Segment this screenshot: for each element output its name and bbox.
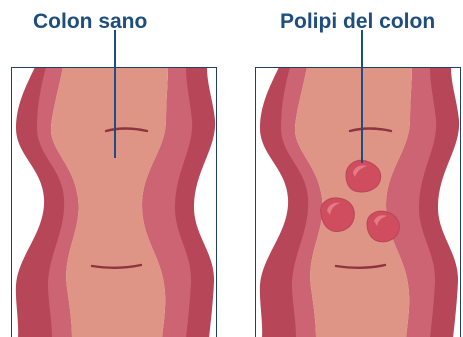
polyp-right: [367, 211, 399, 242]
healthy-colon-panel: [11, 30, 217, 337]
colon-polyps-panel: [255, 30, 461, 337]
polyp-left: [321, 198, 355, 232]
